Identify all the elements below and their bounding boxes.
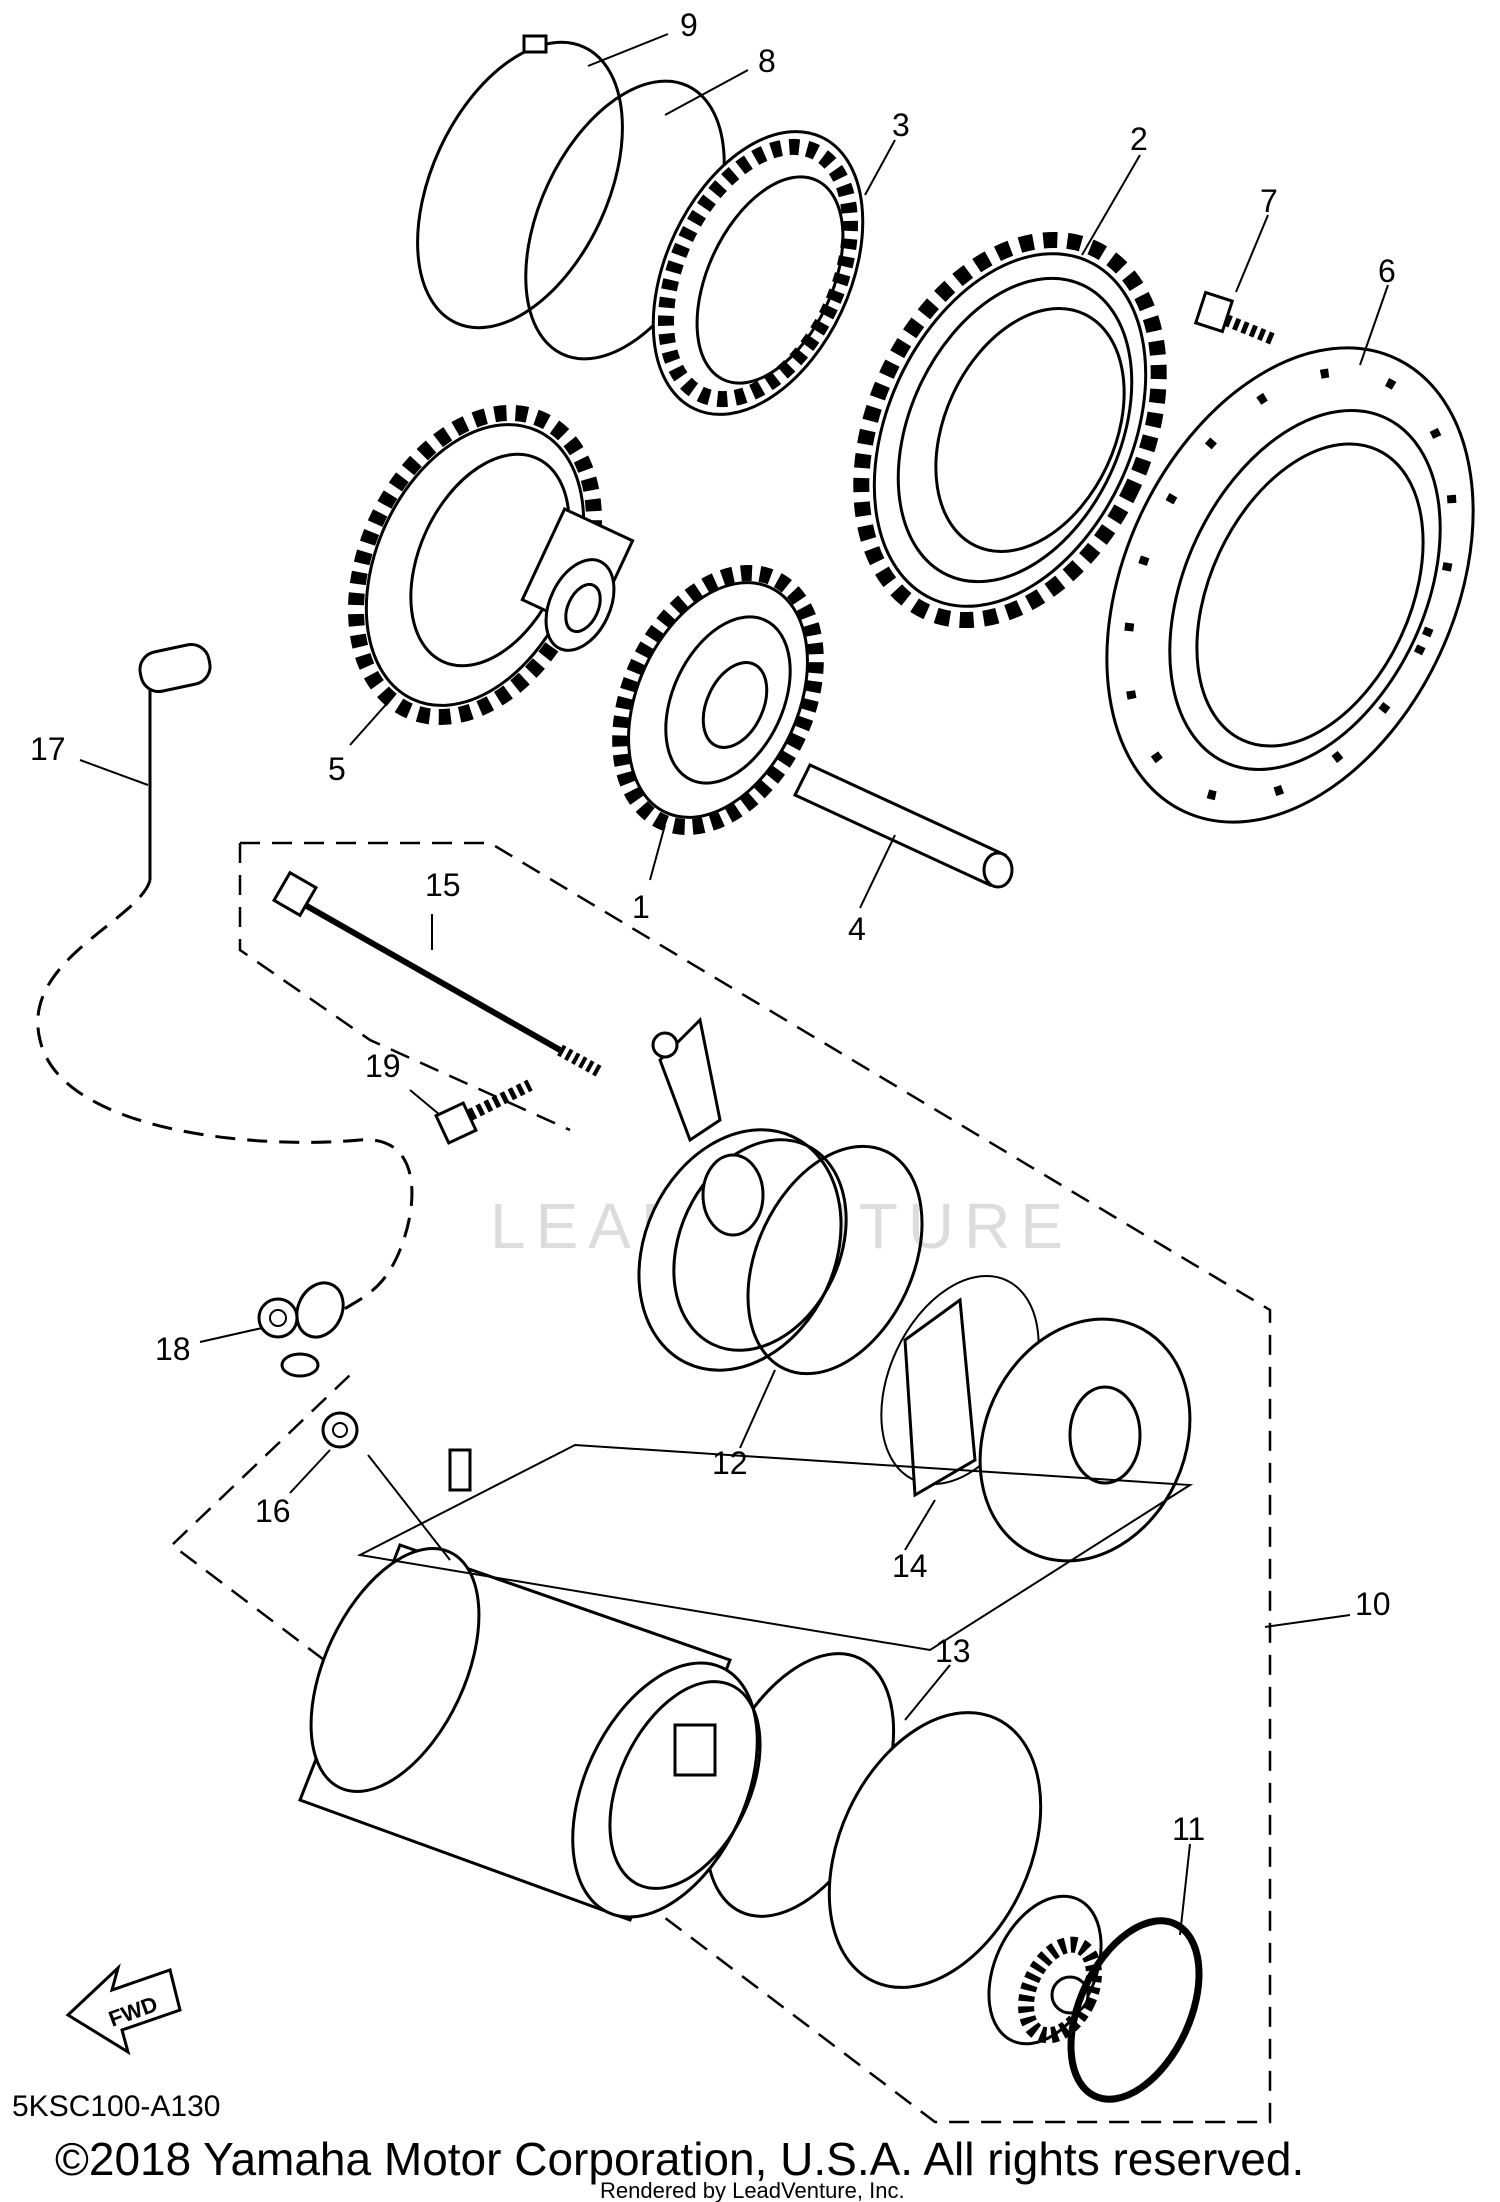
starter-wheel-gear-part-2 xyxy=(853,231,1167,629)
callout-13: 13 xyxy=(935,1633,971,1669)
render-note: Rendered by LeadVenture, Inc. xyxy=(600,2178,905,2202)
circlip-part-9 xyxy=(416,34,624,330)
callout-5: 5 xyxy=(328,751,346,787)
callout-4: 4 xyxy=(848,911,866,947)
lead-wire-part-17 xyxy=(36,643,414,1378)
callout-2: 2 xyxy=(1130,121,1148,157)
callout-7: 7 xyxy=(1260,183,1278,219)
brush-kit-outline xyxy=(356,1443,1194,1652)
callout-8: 8 xyxy=(758,43,776,79)
callout-17: 17 xyxy=(30,731,66,767)
nut-part-18 xyxy=(257,1297,299,1339)
callout-14: 14 xyxy=(892,1548,928,1584)
callouts: 1 2 3 4 5 6 7 8 9 10 11 12 13 14 15 16 1… xyxy=(30,7,1396,1847)
starter-motor-yoke xyxy=(298,1448,762,1922)
nut-part-16 xyxy=(321,1411,451,1561)
brush-holder-plate-part-14 xyxy=(880,1275,1192,1563)
o-ring-part-11 xyxy=(1067,1917,1203,2103)
starter-front-cover xyxy=(637,1016,848,1372)
long-bolt-part-15 xyxy=(271,870,603,1078)
idle-gear-part-1 xyxy=(612,564,824,836)
bolt-part-7 xyxy=(1193,290,1278,346)
callout-1: 1 xyxy=(632,889,650,925)
callout-15: 15 xyxy=(425,867,461,903)
idle-gear-part-5 xyxy=(348,404,635,726)
callout-11: 11 xyxy=(1172,1811,1205,1847)
leader-lines xyxy=(79,33,1389,1936)
callout-3: 3 xyxy=(892,107,910,143)
copyright-text: ©2018 Yamaha Motor Corporation, U.S.A. A… xyxy=(55,2133,1304,2185)
clutch-housing-part-6 xyxy=(1105,346,1475,824)
shaft-part-4 xyxy=(792,763,1014,889)
callout-9: 9 xyxy=(680,7,698,43)
starter-motor-assembly-boundary xyxy=(170,841,1272,2124)
callout-6: 6 xyxy=(1378,253,1396,289)
starter-rear-housing xyxy=(827,1711,1103,2046)
callout-16: 16 xyxy=(255,1493,291,1529)
one-way-clutch-part-3 xyxy=(651,130,865,416)
o-ring-part-12 xyxy=(746,1144,924,1376)
fwd-direction-arrow: FWD xyxy=(65,1963,182,2056)
bolt-part-19 xyxy=(434,1079,533,1145)
drawing-code: 5KSC100-A130 xyxy=(12,2090,220,2123)
callout-10: 10 xyxy=(1355,1586,1391,1622)
callout-19: 19 xyxy=(365,1048,401,1084)
callout-18: 18 xyxy=(155,1331,191,1367)
callout-12: 12 xyxy=(712,1445,748,1481)
